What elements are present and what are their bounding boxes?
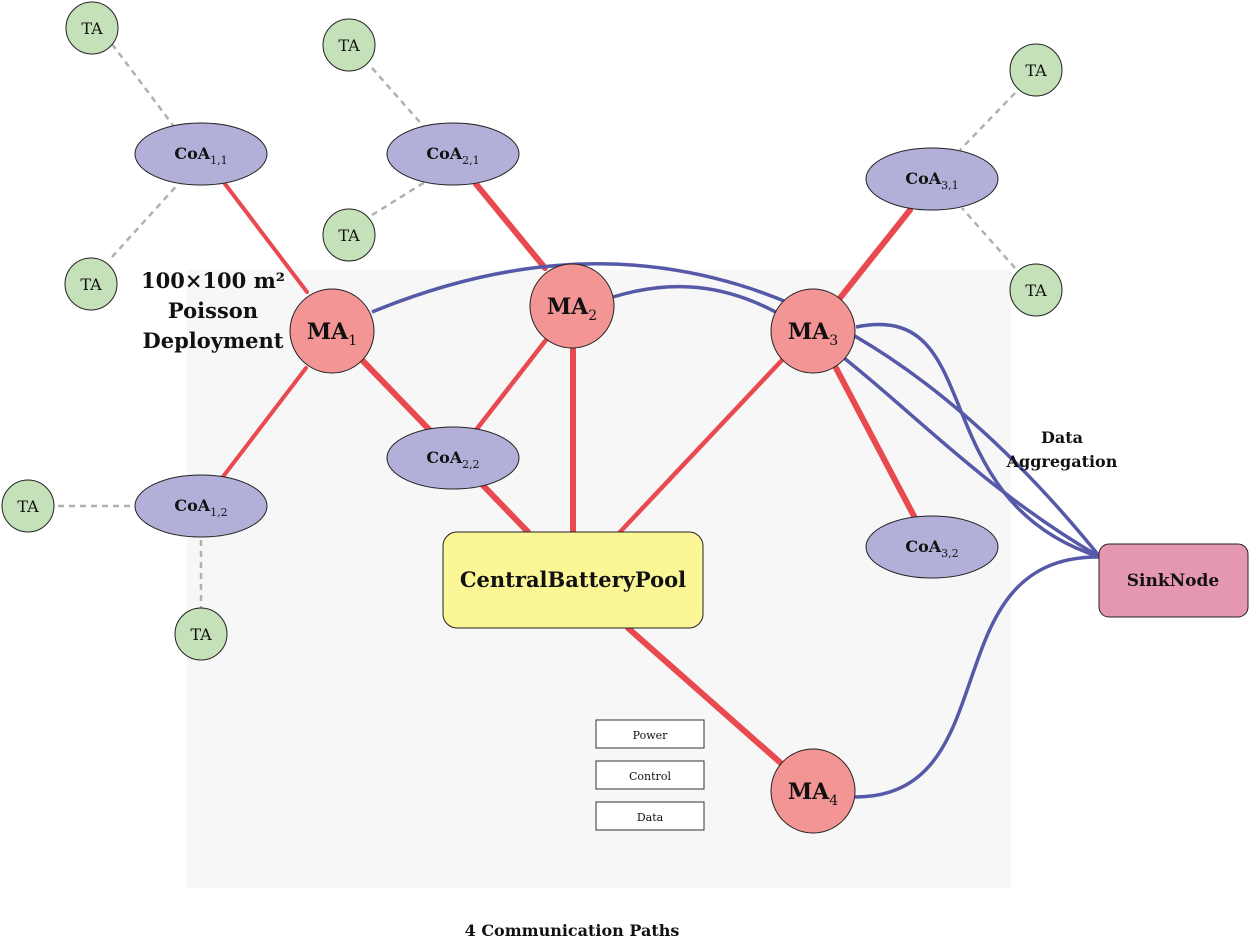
coa-node-1-2: CoA1,2 (134, 474, 268, 538)
coa-node-3-2: CoA3,2 (865, 515, 999, 579)
ta-node: TA (64, 257, 118, 311)
control-links (58, 43, 1016, 608)
ma-label: MA (547, 294, 589, 320)
footer-label: 4 Communication Paths (465, 921, 680, 937)
link-ma1-coa12 (220, 366, 308, 480)
ta-label: TA (80, 275, 102, 294)
legend-label: Power (633, 729, 669, 742)
link-pool-ma4 (625, 625, 786, 768)
link-ta-coa31-bottom (961, 207, 1016, 269)
ta-label: TA (1025, 61, 1047, 80)
deployment-area-label: 100×100 m² (141, 268, 285, 293)
ma-node-3: MA3 (770, 288, 856, 374)
coa-subscript: 3,2 (941, 547, 959, 560)
svg-text:MA2: MA2 (547, 294, 597, 324)
svg-text:CoA1,2: CoA1,2 (174, 496, 227, 519)
central-pool-label: CentralBatteryPool (460, 567, 686, 592)
link-ma3-coa32 (833, 365, 918, 521)
deployment-word-label: Deployment (143, 328, 284, 353)
coa-label: CoA (905, 537, 941, 556)
link-ma2-coa22 (473, 337, 549, 433)
data-path-ma4 (854, 555, 1101, 799)
coa-subscript: 3,1 (941, 179, 959, 192)
ma-subscript: 2 (588, 308, 597, 324)
svg-text:CoA2,2: CoA2,2 (426, 448, 479, 471)
ma-node-4: MA4 (770, 748, 856, 834)
ta-node: TA (1009, 43, 1063, 97)
legend-label: Data (637, 811, 664, 824)
coa-label: CoA (174, 496, 210, 515)
coa-node-3-1: CoA3,1 (865, 147, 999, 211)
svg-text:MA4: MA4 (788, 779, 838, 809)
coa-label: CoA (426, 144, 462, 163)
sink-node: SinkNode (1098, 543, 1249, 618)
ta-label: TA (17, 497, 39, 516)
ta-node: TA (174, 607, 228, 661)
link-coa31-ma3 (837, 207, 913, 301)
svg-text:CoA3,1: CoA3,1 (905, 169, 958, 192)
ma-node-2: MA2 (529, 263, 615, 349)
link-coa11-ma1 (220, 178, 309, 294)
ta-label: TA (81, 19, 103, 38)
ta-node: TA (65, 1, 119, 55)
legend-label: Control (629, 770, 671, 783)
link-ma3-pool (617, 355, 787, 535)
aggregation-label-line2: Aggregation (1006, 452, 1118, 471)
coordinating-agents: CoA1,1 CoA1,2 CoA2,1 CoA2,2 CoA3,1 (134, 122, 999, 579)
main-agents: MA1 MA2 MA3 MA4 (289, 263, 856, 834)
link-ta-coa21-top (371, 67, 426, 129)
deployment-model-label: Poisson (168, 298, 258, 323)
ma-subscript: 3 (829, 333, 838, 349)
ta-label: TA (338, 226, 360, 245)
coa-node-2-1: CoA2,1 (386, 122, 520, 186)
central-battery-pool: CentralBatteryPool (442, 531, 704, 629)
svg-text:MA3: MA3 (788, 319, 838, 349)
ma-label: MA (307, 319, 349, 345)
legend-item-data: Data (595, 801, 705, 831)
sink-node-label: SinkNode (1127, 571, 1220, 591)
ta-label: TA (338, 36, 360, 55)
coa-node-2-2: CoA2,2 (386, 426, 520, 490)
link-ta-coa31-top (959, 92, 1016, 151)
aggregation-annotation: Data Aggregation (1006, 428, 1118, 471)
aggregation-label-line1: Data (1041, 428, 1083, 447)
svg-text:MA1: MA1 (307, 319, 357, 349)
coa-label: CoA (426, 448, 462, 467)
ma-subscript: 1 (348, 333, 357, 349)
ta-node: TA (1, 479, 55, 533)
legend-item-power: Power (595, 719, 705, 749)
ma-subscript: 4 (829, 793, 838, 809)
terminal-agents: TA TA TA TA TA TA TA TA (1, 1, 1063, 661)
ta-label: TA (1025, 281, 1047, 300)
svg-text:CoA1,1: CoA1,1 (174, 144, 227, 167)
coa-subscript: 1,1 (210, 154, 228, 167)
ta-label: TA (190, 625, 212, 644)
ma-label: MA (788, 779, 830, 805)
ta-node: TA (322, 208, 376, 262)
legend-item-control: Control (595, 760, 705, 790)
data-links (371, 262, 1102, 799)
coa-subscript: 2,2 (462, 458, 480, 471)
link-coa21-ma2 (473, 181, 548, 271)
ma-label: MA (788, 319, 830, 345)
legend: Power Control Data (595, 719, 705, 831)
svg-text:CoA2,1: CoA2,1 (426, 144, 479, 167)
link-ta-coa11-bottom (111, 181, 181, 258)
power-links (220, 178, 918, 768)
coa-label: CoA (174, 144, 210, 163)
link-ta-coa11-top (111, 43, 176, 129)
coa-node-1-1: CoA1,1 (134, 122, 268, 186)
ta-node: TA (322, 18, 376, 72)
data-path-ma1 (371, 262, 1102, 559)
ta-node: TA (1009, 263, 1063, 317)
coa-label: CoA (905, 169, 941, 188)
coa-subscript: 1,2 (210, 506, 228, 519)
deployment-annotation: 100×100 m² Poisson Deployment (141, 268, 285, 353)
link-ta-coa21-bottom (371, 180, 426, 217)
coa-subscript: 2,1 (462, 154, 480, 167)
data-path-ma3 (855, 323, 1101, 559)
ma-node-1: MA1 (289, 288, 375, 374)
svg-text:CoA3,2: CoA3,2 (905, 537, 958, 560)
